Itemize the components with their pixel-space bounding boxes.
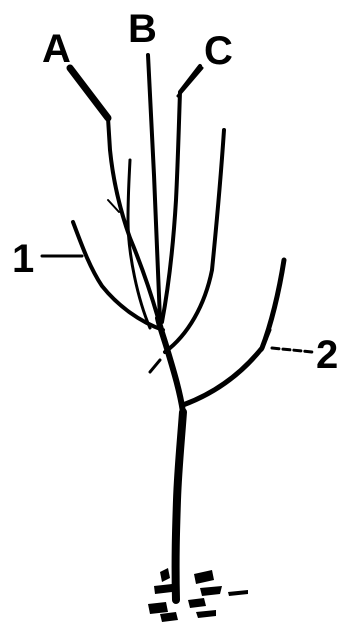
leader-base — [158, 318, 183, 412]
label-a: A — [42, 27, 71, 71]
leader-b — [148, 55, 160, 320]
label-line-2 — [272, 348, 312, 352]
label-b: B — [128, 7, 157, 51]
soil-mark — [148, 602, 168, 614]
soil-mark — [154, 584, 172, 594]
leader-a-tip — [70, 68, 108, 118]
soil-mark — [228, 590, 248, 596]
label-2: 2 — [316, 333, 338, 377]
label-line-c — [178, 68, 202, 96]
soil-mark — [188, 598, 206, 608]
label-1: 1 — [12, 237, 34, 281]
branch-1 — [73, 222, 163, 330]
soil-mark — [194, 570, 214, 584]
trunk — [176, 412, 183, 600]
leader-a — [108, 118, 158, 318]
soil-mark — [196, 610, 216, 618]
label-c: C — [204, 29, 233, 73]
ground-marks — [148, 568, 248, 622]
twig-1 — [150, 360, 160, 372]
leader-c — [162, 66, 200, 322]
soil-mark — [160, 612, 178, 622]
soil-mark — [200, 586, 222, 596]
tree-drawing — [42, 55, 312, 600]
soil-mark — [160, 568, 170, 582]
